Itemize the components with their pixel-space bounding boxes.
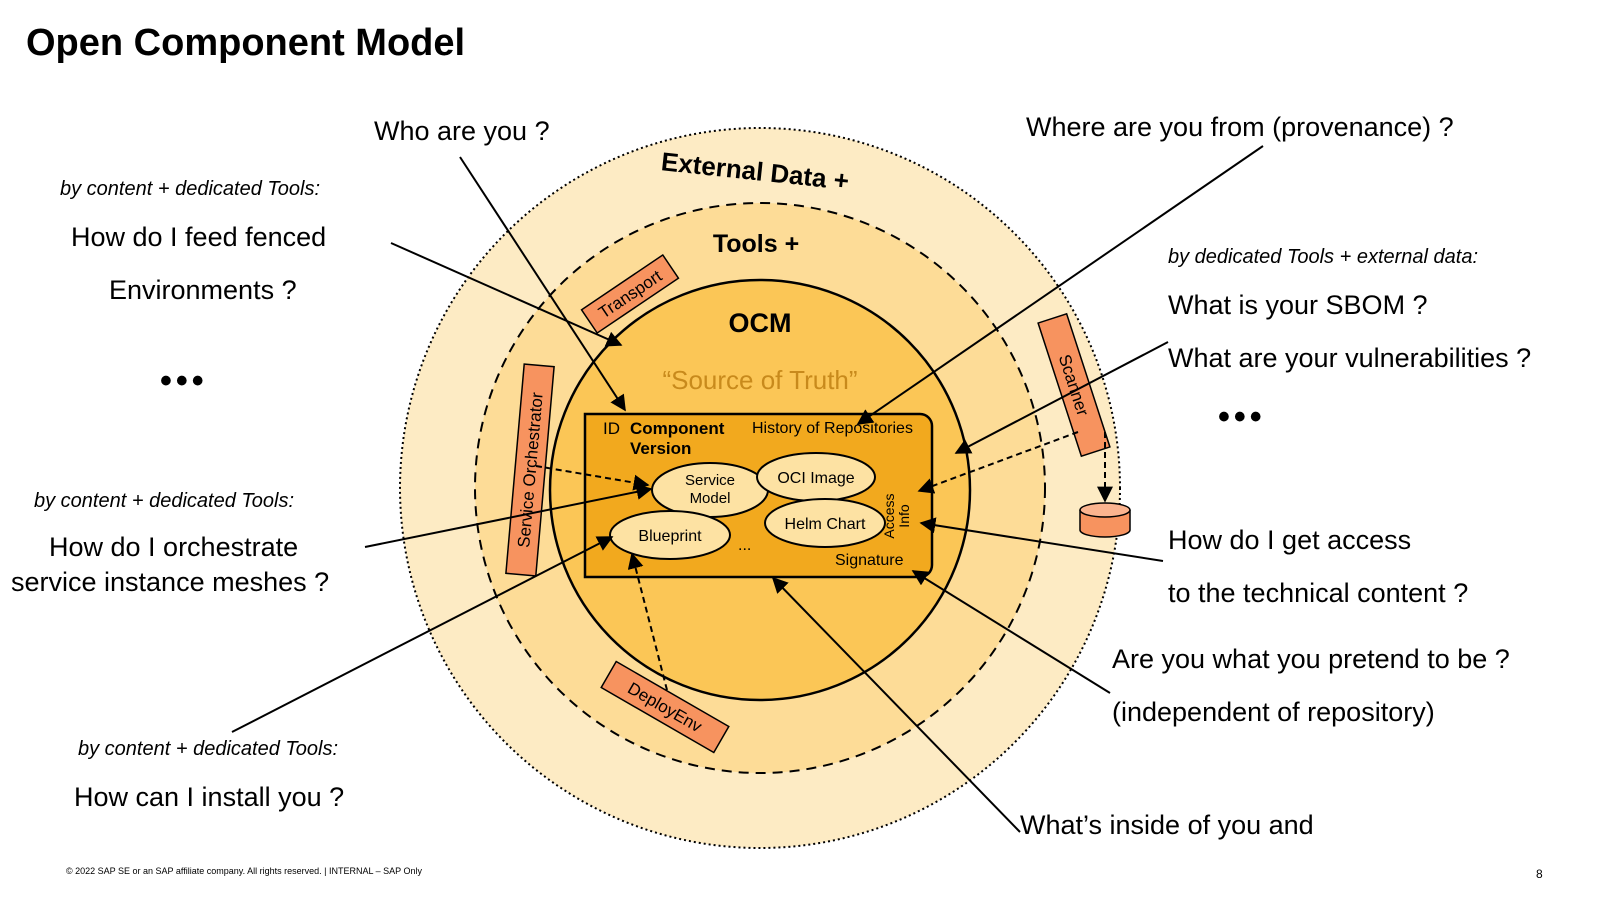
deployenv-arrow [627, 552, 668, 691]
question-who: Who are you ? [374, 116, 550, 146]
question-orchestrate-line1: How do I orchestrate [49, 532, 299, 562]
oci-image-label: OCI Image [777, 470, 854, 487]
page-title: Open Component Model [26, 22, 466, 64]
question-install: How can I install you ? [74, 782, 345, 812]
database-icon [1079, 502, 1131, 538]
note-install: by content + dedicated Tools: [78, 738, 339, 760]
tools-label: Tools + [713, 230, 799, 258]
page-number: 8 [1536, 867, 1543, 881]
copyright-footer: © 2022 SAP SE or an SAP affiliate compan… [66, 866, 422, 876]
ellipsis-left: ••• [160, 362, 208, 400]
note-feed: by content + dedicated Tools: [60, 178, 321, 200]
pretend-arrow [911, 570, 1111, 694]
question-pretend-line1: Are you what you pretend to be ? [1112, 644, 1510, 674]
vulnerabilities-arrow [954, 341, 1169, 454]
feed-arrow [390, 242, 623, 347]
note-orchestrate: by content + dedicated Tools: [34, 490, 295, 512]
access-info-line2: Info [896, 504, 912, 528]
ocm-label: OCM [729, 308, 792, 338]
ellipsis-right: ••• [1218, 398, 1266, 436]
helm-chart-ellipse [764, 498, 886, 548]
question-feed-line2: Environments ? [109, 275, 297, 305]
signature-label: Signature [835, 552, 904, 569]
orchestrator-arrow [535, 465, 650, 491]
service-model-line2: Model [690, 490, 731, 507]
history-of-repositories-label: History of Repositories [752, 420, 913, 437]
question-inside: What’s inside of you and [1020, 810, 1314, 840]
blueprint-ellipse [609, 510, 731, 560]
helm-chart-label: Helm Chart [785, 516, 866, 533]
component-title-line1: Component [630, 419, 725, 438]
question-access-line1: How do I get access [1168, 525, 1412, 555]
component-title-line2: Version [630, 439, 691, 458]
source-of-truth-label: “Source of Truth” [662, 365, 857, 395]
question-orchestrate-line2: service instance meshes ? [11, 567, 330, 597]
question-sbom: What is your SBOM ? [1168, 290, 1428, 320]
where-arrow [856, 145, 1264, 425]
scanner-box: Scanner [1037, 312, 1111, 458]
scanner-arrow [917, 431, 1079, 494]
install-arrow [231, 536, 614, 733]
question-pretend-line2: (independent of repository) [1112, 697, 1435, 727]
access-arrow [919, 517, 1164, 562]
note-sbom: by dedicated Tools + external data: [1168, 246, 1479, 268]
question-vulnerabilities: What are your vulnerabilities ? [1168, 343, 1532, 373]
blueprint-label: Blueprint [638, 528, 702, 545]
who-arrow [459, 156, 626, 412]
ellipsis-label: ... [738, 537, 751, 554]
inside-arrow [771, 576, 1021, 833]
question-access-line2: to the technical content ? [1168, 578, 1469, 608]
orchestrate-arrow [364, 484, 653, 548]
id-label: ID [603, 419, 620, 438]
service-model-line1: Service [685, 472, 735, 489]
question-where: Where are you from (provenance) ? [1026, 112, 1454, 142]
question-feed-line1: How do I feed fenced [71, 222, 327, 252]
